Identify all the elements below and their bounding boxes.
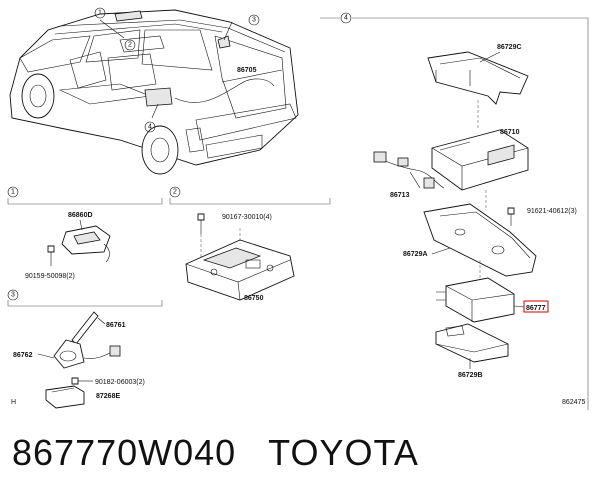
callout-1-top: 1 [94, 7, 106, 19]
label-86729B: 86729B [458, 372, 483, 379]
svg-text:1: 1 [11, 189, 15, 196]
section-2: 2 90167-30010(4) 86750 [169, 186, 331, 302]
label-86705: 86705 [237, 67, 257, 74]
label-86750: 86750 [244, 295, 264, 302]
svg-text:1: 1 [98, 10, 102, 17]
section-4: 4 86729C 86710 86713 91621-40612(3) 8672… [320, 12, 589, 410]
callout-4-vehicle: 4 [144, 121, 156, 133]
svg-text:2: 2 [173, 189, 177, 196]
section-3: 3 86761 86762 90182-06003(2) 87268E [7, 289, 163, 409]
svg-text:2: 2 [128, 42, 132, 49]
svg-text:3: 3 [11, 292, 15, 299]
svg-text:3: 3 [252, 17, 256, 24]
label-91621: 91621-40612(3) [527, 208, 577, 215]
label-86762: 86762 [13, 352, 33, 359]
label-86777[interactable]: 86777 [526, 305, 546, 312]
callout-2-vehicle: 2 [124, 39, 136, 51]
label-90167: 90167-30010(4) [222, 214, 272, 221]
corner-mark: H [11, 399, 16, 406]
label-86729A: 86729A [403, 251, 428, 258]
label-90182: 90182-06003(2) [95, 379, 145, 386]
label-86713: 86713 [390, 192, 410, 199]
highlight-86777 [523, 300, 549, 313]
parts-diagram: 1 3 4 2 86705 4 86729C 86710 86713 [7, 7, 589, 410]
label-87268E: 87268E [96, 393, 120, 400]
label-86761: 86761 [106, 322, 126, 329]
caption: 867770W040 TOYOTA [12, 432, 419, 474]
callout-3-top: 3 [248, 14, 260, 26]
label-86729C: 86729C [497, 44, 522, 51]
svg-text:4: 4 [148, 124, 152, 131]
section-1: 1 86860D 90159-50098(2) [7, 186, 163, 280]
label-90159: 90159-50098(2) [25, 273, 75, 280]
part-code: 867770W040 [12, 432, 237, 473]
brand-name: TOYOTA [268, 432, 419, 473]
vehicle-illustration [9, 9, 299, 175]
label-86860D: 86860D [68, 212, 93, 219]
svg-text:4: 4 [344, 15, 348, 22]
label-86710: 86710 [500, 129, 520, 136]
reference-code: 862475 [562, 399, 585, 406]
